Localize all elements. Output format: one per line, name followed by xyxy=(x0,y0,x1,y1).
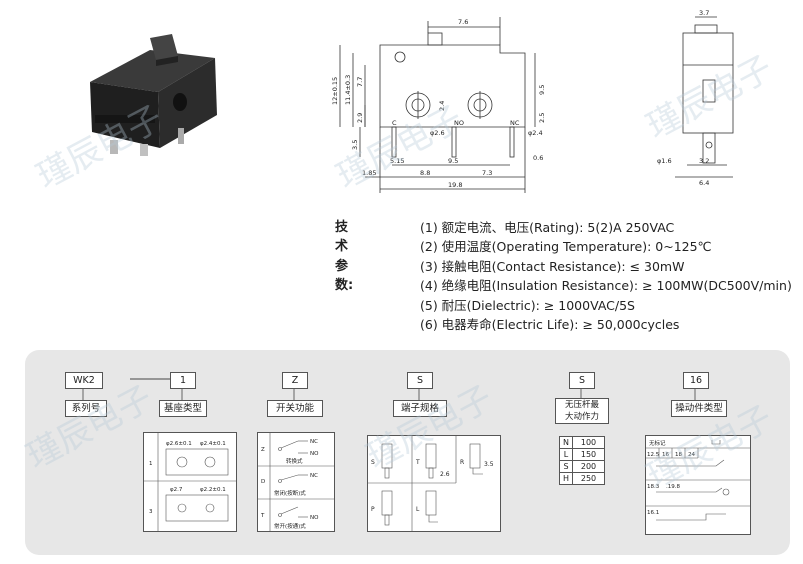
force-row: S 200 xyxy=(560,461,604,473)
actuator-val-18: 18 xyxy=(675,452,682,458)
force-row: H 250 xyxy=(560,473,604,484)
actuator-val-19-8: .19.8 xyxy=(666,484,680,490)
label-switch-function: 开关功能 xyxy=(267,400,323,417)
dim-2-9: 2.9 xyxy=(356,113,364,123)
term-t: T xyxy=(415,459,420,466)
force-value: 250 xyxy=(580,474,597,483)
code-series: WK2 xyxy=(65,372,103,389)
dim-12: 12±0.15 xyxy=(331,77,339,105)
base-row-1: 1 xyxy=(149,461,153,467)
force-table: N 100 L 150 S 200 H 250 xyxy=(559,436,605,485)
actuator-val-18-3: 18.3 xyxy=(647,484,660,490)
actuator-val-16: 16 xyxy=(662,452,669,458)
switch-function-table: Z NC NO 转换式 D NC 常闭(按断)式 T NO 常开(按通)式 xyxy=(257,432,335,532)
fn-z-code: Z xyxy=(261,447,265,453)
base1-hole-a: φ2.6±0.1 xyxy=(166,441,192,447)
side-dim-6-4: 6.4 xyxy=(699,179,709,187)
actuator-val-16-1: 16.1 xyxy=(647,510,659,516)
dim-9-5-bottom: 9.5 xyxy=(448,157,458,165)
term-r: R xyxy=(460,459,464,466)
dim-7-6: 7.6 xyxy=(458,18,468,26)
force-value: 100 xyxy=(580,438,597,447)
fn-z-no: NO xyxy=(310,451,319,457)
label-actuator: 操动件类型 xyxy=(671,400,727,417)
force-row: L 150 xyxy=(560,449,604,461)
terminal-table: S T R P L 3.5 2.6 xyxy=(367,435,501,532)
front-view-drawing: 7.6 12±0.15 11.4±0.3 7.7 9.5 2.9 3.5 2.4… xyxy=(320,5,550,200)
dim-19-8: 19.8 xyxy=(448,181,462,189)
dim-2-4: 2.4 xyxy=(438,101,446,111)
dim-11-4: 11.4±0.3 xyxy=(344,75,352,105)
side-dim-3-7: 3.7 xyxy=(699,9,709,17)
side-view-drawing: 3.7 φ1.6 3.2 6.4 xyxy=(655,5,745,190)
code-actuator: 16 xyxy=(683,372,709,389)
spec-rating: (1) 额定电流、电压(Rating): 5(2)A 250VAC xyxy=(420,220,675,235)
dim-3-5: 3.5 xyxy=(351,140,359,150)
ordering-code-panel: WK2 1 Z S S 16 系列号 基座类型 开关功能 端子规格 无压杆最 大… xyxy=(25,350,790,555)
side-dim-phi-1-6: φ1.6 xyxy=(657,157,672,165)
actuator-table: 无标记 12.5 16 18 24 18.3 .19.8 16.1 xyxy=(645,435,751,535)
fn-t-no: NO xyxy=(310,515,319,521)
spec-electric-life: (6) 电器寿命(Electric Life): ≥ 50,000cycles xyxy=(420,317,680,333)
force-value: 150 xyxy=(580,450,597,459)
product-photo xyxy=(80,20,230,160)
dim-7-3: 7.3 xyxy=(482,169,492,177)
actuator-header: 无标记 xyxy=(649,439,666,447)
base-type-table: 1 3 φ2.6±0.1 φ2.4±0.1 φ2.7 φ2.2±0.1 xyxy=(143,432,237,532)
code-base-type: 1 xyxy=(170,372,196,389)
label-force: 无压杆最 大动作力 xyxy=(555,398,609,424)
spec-insulation-resistance: (4) 绝缘电阻(Insulation Resistance): ≥ 100MW… xyxy=(420,278,792,294)
label-terminal: 端子规格 xyxy=(393,400,447,417)
base3-hole-a: φ2.7 xyxy=(170,487,183,493)
term-s: S xyxy=(371,459,375,466)
fn-t-code: T xyxy=(260,513,265,519)
specs-title: 技术参数: xyxy=(335,220,354,294)
code-drops xyxy=(82,389,696,400)
base1-hole-b: φ2.4±0.1 xyxy=(200,441,226,447)
fn-t-name: 常开(按通)式 xyxy=(274,522,306,530)
base3-hole-b: φ2.2±0.1 xyxy=(200,487,226,493)
code-switch-function: Z xyxy=(282,372,308,389)
dim-1-85: 1.85 xyxy=(362,169,376,177)
term-l: L xyxy=(416,506,420,513)
label-series: 系列号 xyxy=(65,400,107,417)
spec-temperature: (2) 使用温度(Operating Temperature): 0~125℃ xyxy=(420,239,712,255)
force-row: N 100 xyxy=(560,437,604,449)
dim-0-6: 0.6 xyxy=(533,154,543,162)
terminal-nc-label: NC xyxy=(510,119,520,127)
dim-9-5-right: 9.5 xyxy=(538,85,546,95)
term-p: P xyxy=(371,506,375,513)
force-code: L xyxy=(560,449,573,460)
code-terminal: S xyxy=(407,372,433,389)
fn-d-code: D xyxy=(261,479,265,485)
spec-dielectric: (5) 耐压(Dielectric): ≥ 1000VAC/5S xyxy=(420,297,635,313)
term-dim-3-5: 3.5 xyxy=(484,461,494,468)
base-row-3: 3 xyxy=(149,509,153,515)
fn-d-name: 常闭(按断)式 xyxy=(274,489,306,497)
force-code: N xyxy=(560,437,573,448)
terminal-no-label: NO xyxy=(454,119,464,127)
code-force: S xyxy=(569,372,595,389)
dim-5-15: 5.15 xyxy=(390,157,404,165)
dim-phi-2-6: φ2.6 xyxy=(430,129,445,137)
fn-z-name: 转换式 xyxy=(286,457,303,465)
force-code: S xyxy=(560,461,573,472)
side-dim-3-2: 3.2 xyxy=(699,157,709,165)
fn-d-nc: NC xyxy=(310,473,318,479)
force-value: 200 xyxy=(580,462,597,471)
label-base-type: 基座类型 xyxy=(159,400,207,417)
fn-z-nc: NC xyxy=(310,439,318,445)
code-connector xyxy=(130,378,170,380)
term-dim-2-6: 2.6 xyxy=(440,471,450,478)
terminal-c-label: C xyxy=(392,119,397,127)
spec-contact-resistance: (3) 接触电阻(Contact Resistance): ≤ 30mW xyxy=(420,258,685,274)
dim-7-7: 7.7 xyxy=(356,77,364,87)
dim-phi-2-4: φ2.4 xyxy=(528,129,543,137)
actuator-val-24: 24 xyxy=(688,452,695,458)
force-code: H xyxy=(560,473,573,484)
dim-2-5: 2.5 xyxy=(538,113,546,123)
dim-8-8: 8.8 xyxy=(420,169,430,177)
actuator-val-12-5: 12.5 xyxy=(647,452,660,458)
